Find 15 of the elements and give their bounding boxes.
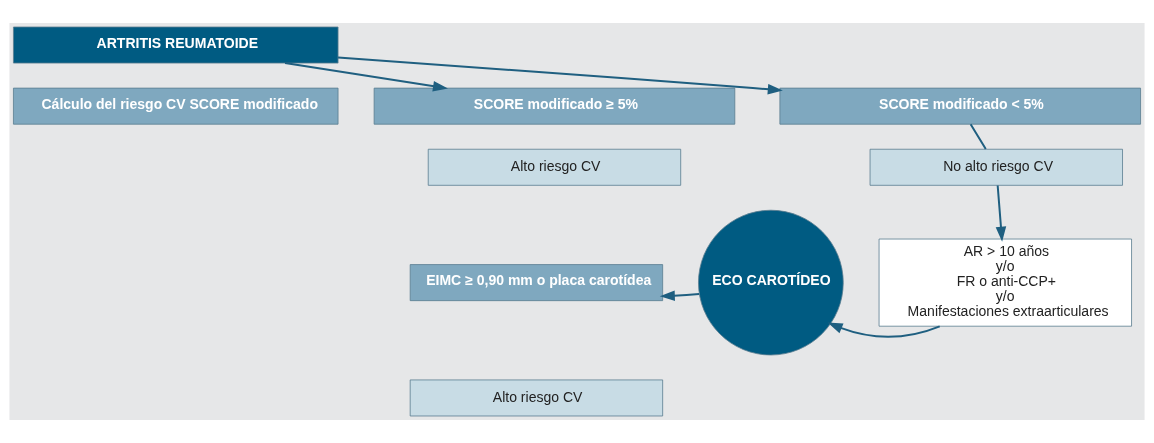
node-box: No alto riesgo CV xyxy=(869,148,1123,186)
node-box: Alto riesgo CV xyxy=(409,379,664,417)
arrow xyxy=(337,56,783,95)
node-box: SCORE modificado < 5% xyxy=(779,87,1141,125)
node-box: Alto riesgo CV xyxy=(427,148,682,186)
arrow xyxy=(995,184,1007,242)
node-box: EIMC ≥ 0,90 mm o placa carotídea xyxy=(409,264,664,302)
arrow xyxy=(284,62,448,92)
node-box: ARTRITIS REUMATOIDE xyxy=(13,26,339,64)
node-box: Cálculo del riesgo CV SCORE modificado xyxy=(13,87,339,125)
node-box: SCORE modificado ≥ 5% xyxy=(373,87,736,125)
arrow xyxy=(659,290,701,301)
node-box: AR > 10 años y/o FR o anti-CCP+ y/o Manifestaciones extraarticulares xyxy=(878,238,1132,327)
connector xyxy=(969,123,987,150)
arrow xyxy=(827,322,941,338)
